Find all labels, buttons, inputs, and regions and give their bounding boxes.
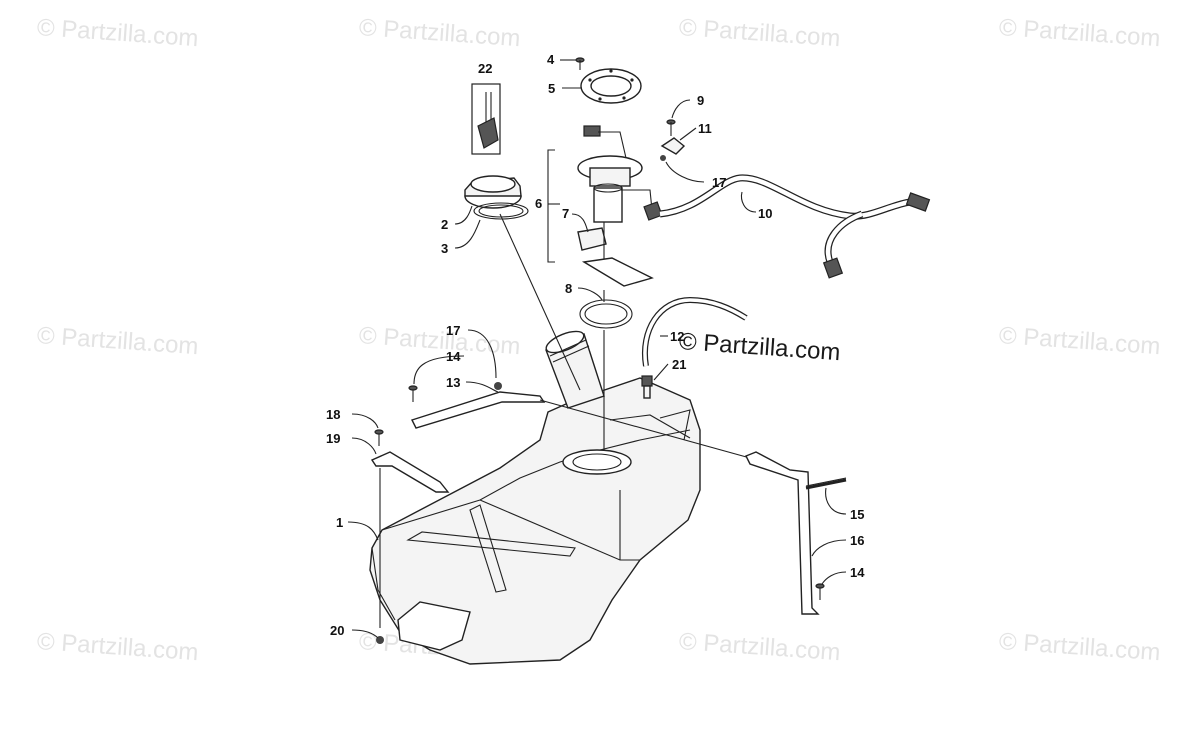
callout-19: 19 <box>326 431 340 446</box>
callout-10: 10 <box>758 206 772 221</box>
fuel-hose <box>659 174 931 279</box>
callout-2: 2 <box>441 217 448 232</box>
callout-17: 17 <box>712 175 726 190</box>
callout-22: 22 <box>478 61 492 76</box>
callout-numbers: 1 2 3 4 5 6 7 8 9 10 11 12 13 14 14 15 1… <box>326 52 865 638</box>
vent-fitting <box>641 375 653 399</box>
callout-18: 18 <box>326 407 340 422</box>
strap-front <box>370 429 450 644</box>
callout-16: 16 <box>850 533 864 548</box>
filler-neck <box>545 330 605 409</box>
callout-14: 14 <box>850 565 865 580</box>
callout-11: 11 <box>698 121 712 136</box>
callout-8: 8 <box>565 281 572 296</box>
fuel-pump-assembly <box>547 125 663 287</box>
strap-side <box>745 451 847 615</box>
vent-hose <box>641 296 748 367</box>
callout-21: 21 <box>672 357 686 372</box>
o-ring <box>579 299 633 329</box>
callout-5: 5 <box>548 81 555 96</box>
leader-lines <box>347 59 847 639</box>
mounting-gasket <box>580 68 642 104</box>
callout-6: 6 <box>535 196 542 211</box>
screw <box>575 57 585 70</box>
strap-rear <box>408 382 751 459</box>
callout-14: 14 <box>446 349 461 364</box>
callout-20: 20 <box>330 623 344 638</box>
callout-1: 1 <box>336 515 343 530</box>
callout-4: 4 <box>547 52 555 67</box>
sender-kit <box>471 83 501 155</box>
fuel-cap <box>464 175 522 209</box>
callout-17: 17 <box>446 323 460 338</box>
callout-3: 3 <box>441 241 448 256</box>
callout-15: 15 <box>850 507 864 522</box>
callout-9: 9 <box>697 93 704 108</box>
hose-clamp <box>660 119 686 161</box>
callout-7: 7 <box>562 206 569 221</box>
callout-13: 13 <box>446 375 460 390</box>
callout-12: 12 <box>670 329 684 344</box>
fuel-tank <box>369 377 701 665</box>
